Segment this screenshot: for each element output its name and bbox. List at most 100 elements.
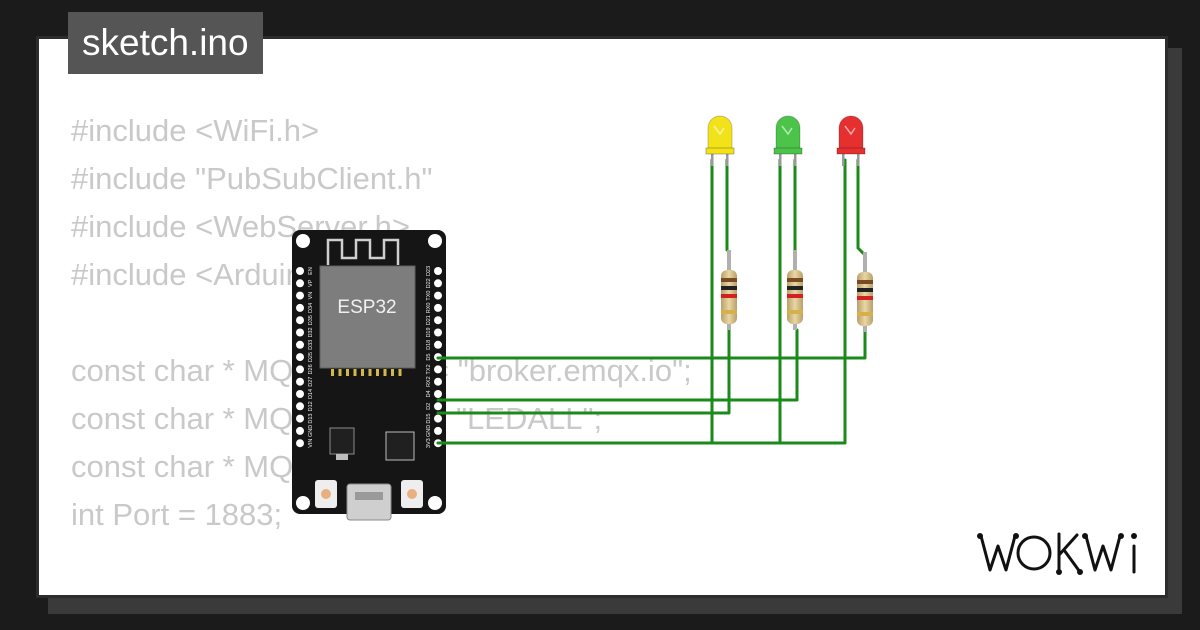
mount-hole <box>428 496 442 510</box>
wire-d2-yellow[interactable] <box>436 328 731 415</box>
pin-label-right: D21 <box>426 315 432 325</box>
en-button-cap <box>321 489 331 499</box>
resistor-band <box>721 286 737 290</box>
resistor-band <box>857 296 873 300</box>
mount-hole <box>428 234 442 248</box>
led-red[interactable] <box>836 115 866 166</box>
pin-label-left: VN <box>308 292 314 300</box>
resistor[interactable] <box>721 250 737 330</box>
led-cathode-leg <box>779 152 782 166</box>
module-pad <box>383 369 387 376</box>
wires <box>436 158 867 445</box>
pin-left[interactable] <box>296 365 304 374</box>
pin-right[interactable] <box>434 390 442 398</box>
resistor-band <box>857 280 873 284</box>
file-tab[interactable]: sketch.ino <box>68 12 263 74</box>
pin-left[interactable] <box>296 426 304 435</box>
pin-right[interactable] <box>434 426 442 435</box>
esp32-module <box>319 265 416 369</box>
pin-left[interactable] <box>296 340 304 349</box>
module-pad <box>376 369 379 376</box>
pin-label-left: D27 <box>308 377 314 387</box>
module-pad <box>361 369 364 376</box>
pin-left[interactable] <box>296 377 304 386</box>
code-line: #include <WiFi.h> <box>71 113 320 148</box>
led-green[interactable] <box>773 115 803 166</box>
pin-label-right: RX0 <box>426 303 432 314</box>
resistor-band <box>857 312 873 316</box>
wokwi-logo <box>977 532 1137 575</box>
pin-left[interactable] <box>296 439 304 448</box>
pin-label-right: D18 <box>426 340 432 350</box>
wire-d4-green[interactable] <box>436 328 799 402</box>
pin-left[interactable] <box>296 316 304 325</box>
pin-left[interactable] <box>296 402 304 411</box>
resistor-band <box>721 294 737 298</box>
pin-right[interactable] <box>434 402 442 411</box>
led-anode-leg <box>857 152 860 166</box>
preview-card: #include <WiFi.h>#include "PubSubClient.… <box>36 36 1168 598</box>
pin-left[interactable] <box>296 267 304 275</box>
pin-right[interactable] <box>434 279 442 288</box>
pin-label-right: D23 <box>426 266 432 276</box>
pin-label-left: EN <box>308 267 314 275</box>
pin-label-right: TX0 <box>426 291 432 301</box>
resistor[interactable] <box>787 250 803 330</box>
resistor-band <box>787 310 803 314</box>
wire-gnd-common[interactable] <box>436 158 847 445</box>
pin-label-left: VIN <box>308 439 314 448</box>
pin-label-left: D26 <box>308 364 314 374</box>
pin-right[interactable] <box>434 340 442 349</box>
voltage-regulator <box>329 427 355 455</box>
led-yellow[interactable] <box>705 115 735 166</box>
pin-left[interactable] <box>296 414 304 423</box>
pin-left[interactable] <box>296 303 304 312</box>
led-cathode-leg <box>842 152 845 166</box>
pin-left[interactable] <box>296 390 304 398</box>
pin-right[interactable] <box>434 328 442 337</box>
pin-left[interactable] <box>296 353 304 362</box>
resistor-band <box>787 294 803 298</box>
pin-left[interactable] <box>296 279 304 288</box>
wire-anode-red[interactable] <box>856 158 867 257</box>
pin-right[interactable] <box>434 291 442 300</box>
pin-left[interactable] <box>296 291 304 300</box>
pin-right[interactable] <box>434 365 442 374</box>
led-anode-leg <box>726 152 729 166</box>
led-rim <box>773 147 803 155</box>
module-pad <box>346 369 349 376</box>
resistor-band <box>721 278 737 282</box>
pin-label-right: D15 <box>426 414 432 424</box>
module-pad <box>338 369 342 376</box>
pin-left[interactable] <box>296 328 304 337</box>
resistor[interactable] <box>857 252 873 332</box>
wire-d5-red[interactable] <box>436 328 867 360</box>
pin-label-right: D19 <box>426 327 432 337</box>
pin-label-left: D35 <box>308 315 314 325</box>
resistor-band <box>787 278 803 282</box>
pin-right[interactable] <box>434 377 442 386</box>
led-anode-leg <box>794 152 797 166</box>
pin-label-right: RX2 <box>426 376 432 387</box>
led-cathode-leg <box>711 152 714 166</box>
module-pad <box>331 369 334 376</box>
module-pad <box>391 369 394 376</box>
pin-right[interactable] <box>434 267 442 275</box>
pin-label-left: GND <box>308 425 314 437</box>
regulator-tab <box>336 454 348 460</box>
module-pad <box>353 369 357 376</box>
pin-right[interactable] <box>434 303 442 312</box>
pin-label-left: VP <box>308 279 314 287</box>
pin-label-right: D5 <box>426 354 432 361</box>
pin-right[interactable] <box>434 316 442 325</box>
pin-label-right: GND <box>426 425 432 437</box>
resistor-band <box>721 310 737 314</box>
pin-label-left: D13 <box>308 414 314 424</box>
antenna-trace <box>326 238 400 265</box>
pin-right[interactable] <box>434 414 442 423</box>
code-line: WiFiClient espClient; <box>71 587 692 595</box>
pin-label-left: D32 <box>308 327 314 337</box>
chip-label: ESP32 <box>337 297 396 318</box>
